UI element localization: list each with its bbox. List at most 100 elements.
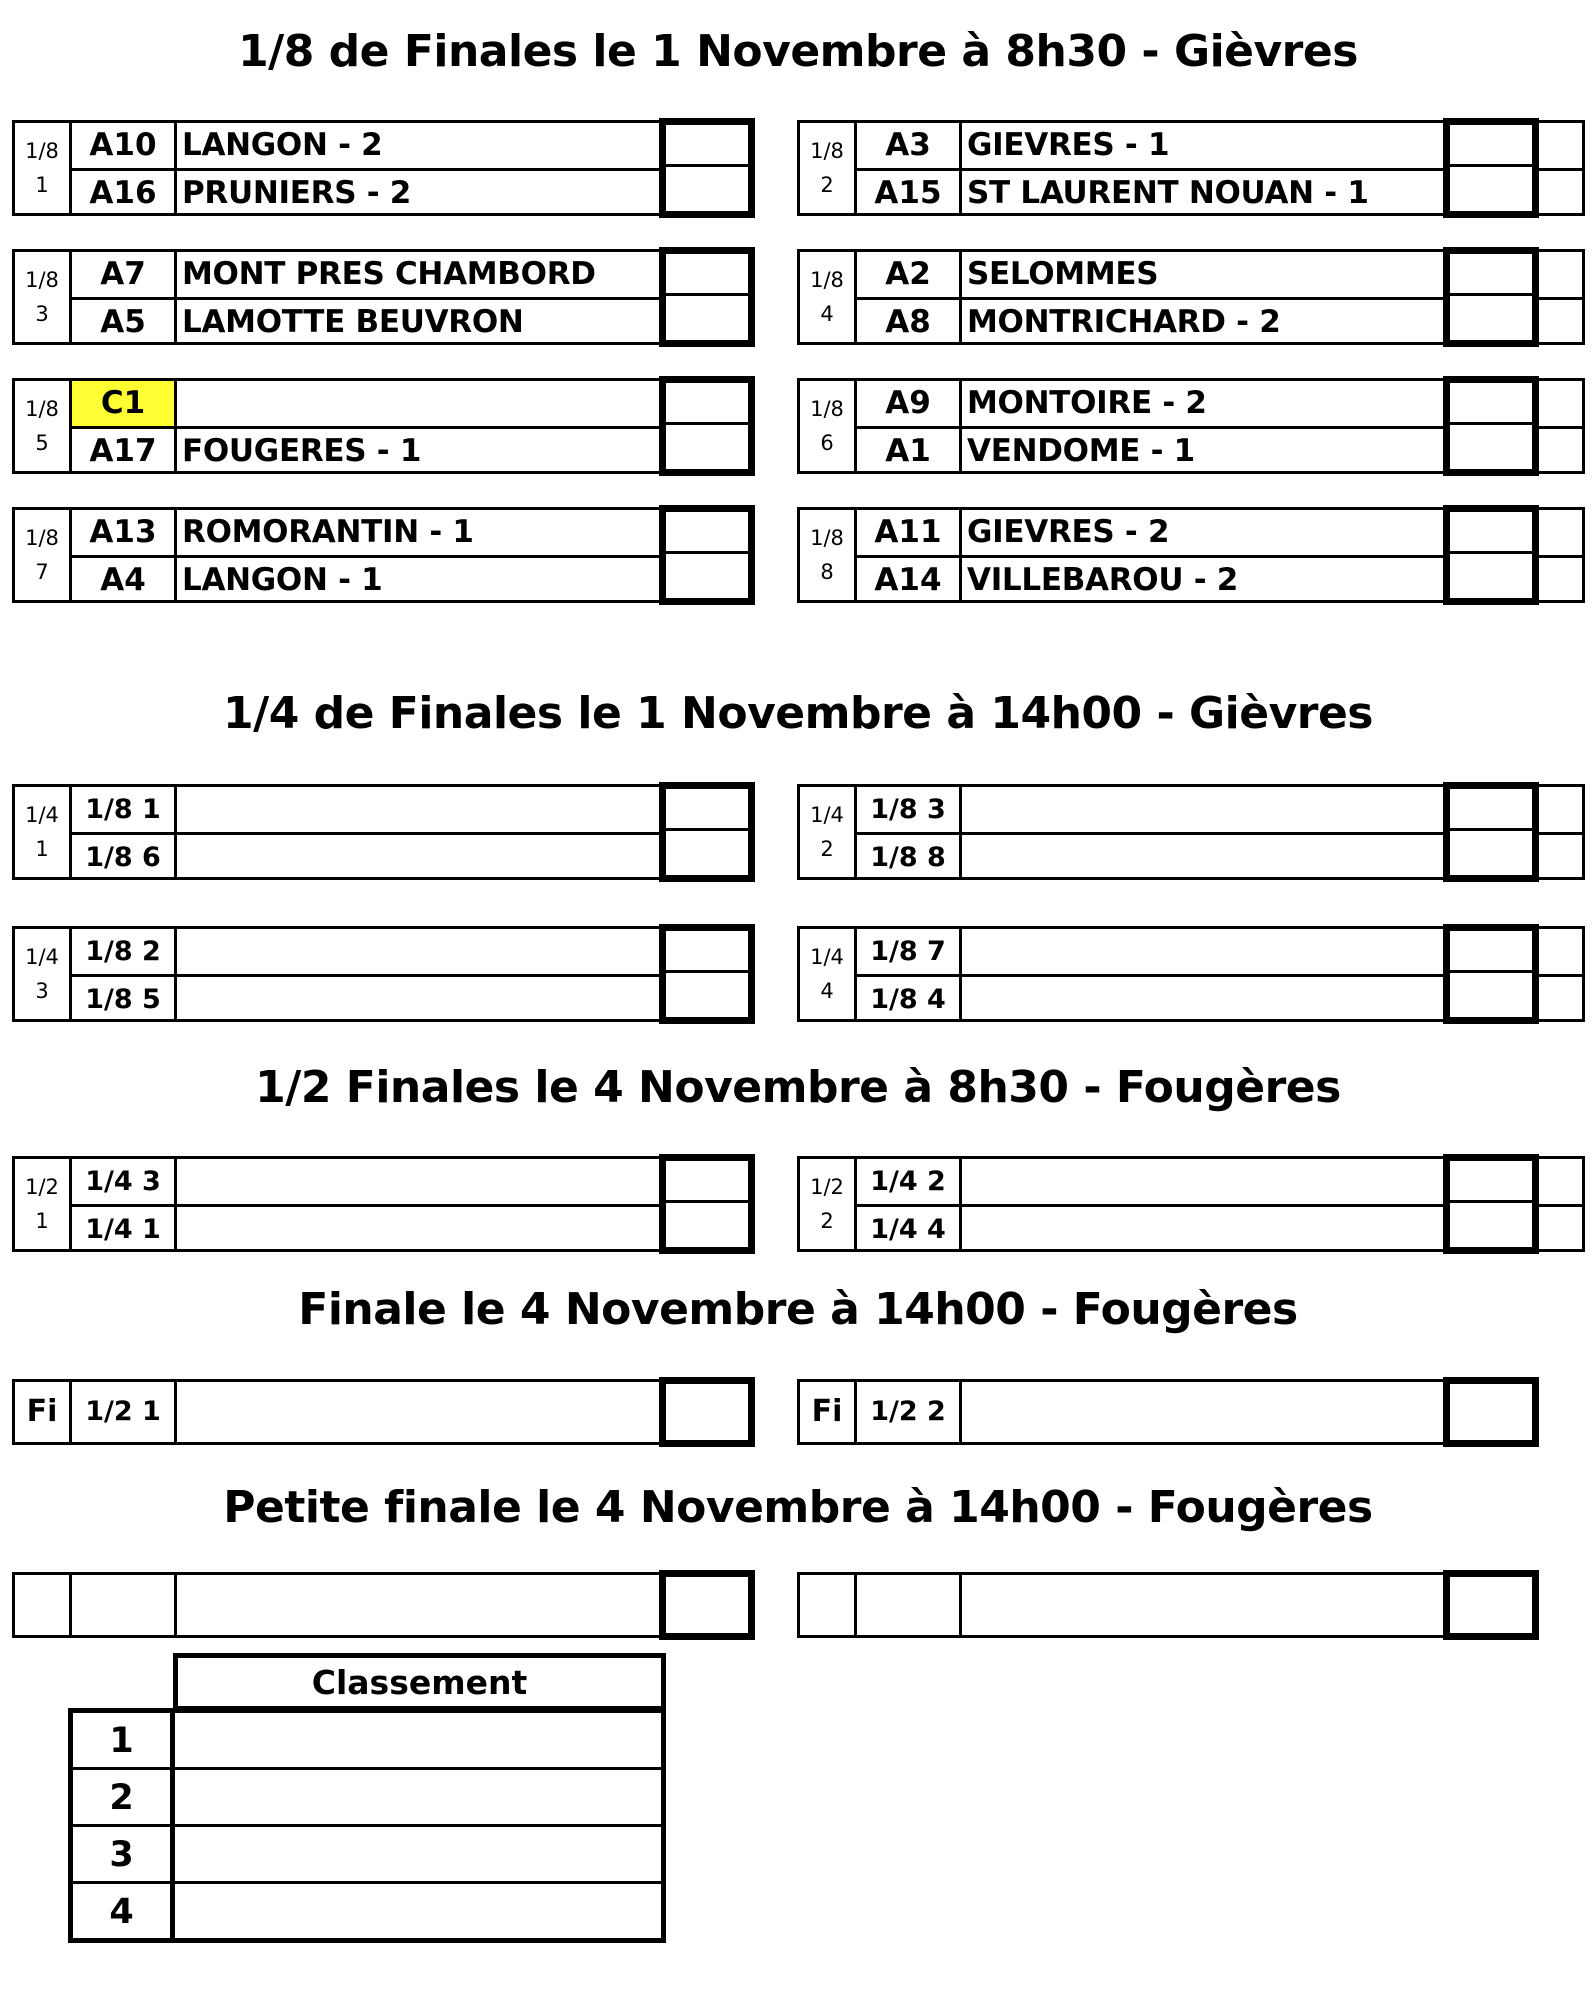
score-box[interactable] xyxy=(1443,505,1539,605)
team-code: 1/2 1 xyxy=(72,1382,177,1442)
rank-number: 4 xyxy=(73,1884,175,1941)
team-name: GIEVRES - 2 xyxy=(967,514,1170,550)
team-code: A10 xyxy=(72,123,177,168)
team-code: A11 xyxy=(857,510,962,555)
score-box[interactable] xyxy=(1443,782,1539,882)
team-name: GIEVRES - 1 xyxy=(967,127,1170,163)
score-box[interactable] xyxy=(659,1377,755,1447)
final-title: Finale le 4 Novembre à 14h00 - Fougères xyxy=(298,1284,1298,1335)
classement-table: Classement 1 2 3 4 xyxy=(68,1653,666,1943)
team-code: 1/8 7 xyxy=(857,929,962,974)
score-box[interactable] xyxy=(1443,1570,1539,1640)
classement-row[interactable]: 4 xyxy=(73,1884,661,1941)
match-round-label: Fi xyxy=(800,1382,857,1442)
classement-row[interactable]: 1 xyxy=(73,1713,661,1770)
match-final-2: Fi 1/2 2 xyxy=(797,1377,1539,1447)
match-round-label xyxy=(800,1575,857,1635)
match-round-label xyxy=(15,1575,72,1635)
team-code: A13 xyxy=(72,510,177,555)
team-code: A4 xyxy=(72,558,177,603)
score-box[interactable] xyxy=(1443,1154,1539,1254)
team-name: ROMORANTIN - 1 xyxy=(182,514,474,550)
quarter-finals-title: 1/4 de Finales le 1 Novembre à 14h00 - G… xyxy=(223,688,1373,739)
team-code: A16 xyxy=(72,171,177,216)
team-code: 1/4 3 xyxy=(72,1159,177,1204)
team-code: 1/8 5 xyxy=(72,977,177,1022)
team-name: PRUNIERS - 2 xyxy=(182,175,412,211)
score-box[interactable] xyxy=(659,1570,755,1640)
team-code-highlighted: C1 xyxy=(72,381,177,426)
score-box[interactable] xyxy=(659,247,755,347)
team-name: LAMOTTE BEUVRON xyxy=(182,304,524,340)
petite-finale-title: Petite finale le 4 Novembre à 14h00 - Fo… xyxy=(223,1482,1373,1533)
score-box[interactable] xyxy=(1443,1377,1539,1447)
team-code: A1 xyxy=(857,429,962,474)
score-box[interactable] xyxy=(659,782,755,882)
team-code: 1/8 3 xyxy=(857,787,962,832)
classement-row[interactable]: 2 xyxy=(73,1770,661,1827)
rank-number: 2 xyxy=(73,1770,175,1827)
match-petite-finale-1 xyxy=(12,1570,755,1640)
score-box[interactable] xyxy=(659,505,755,605)
team-name: ST LAURENT NOUAN - 1 xyxy=(967,175,1369,211)
rank-number: 3 xyxy=(73,1827,175,1884)
score-box[interactable] xyxy=(1443,924,1539,1024)
team-code: 1/8 6 xyxy=(72,835,177,880)
team-code: A14 xyxy=(857,558,962,603)
score-box[interactable] xyxy=(1443,247,1539,347)
team-name: LANGON - 1 xyxy=(182,562,383,598)
team-code: 1/2 2 xyxy=(857,1382,962,1442)
score-box[interactable] xyxy=(659,118,755,218)
team-code: A7 xyxy=(72,252,177,297)
team-code: A9 xyxy=(857,381,962,426)
team-name: MONT PRES CHAMBORD xyxy=(182,256,596,292)
team-code xyxy=(72,1575,177,1635)
team-code: 1/8 4 xyxy=(857,977,962,1022)
team-code xyxy=(857,1575,962,1635)
team-code: A8 xyxy=(857,300,962,345)
score-box[interactable] xyxy=(1443,118,1539,218)
classement-header: Classement xyxy=(173,1653,666,1711)
team-code: A15 xyxy=(857,171,962,216)
team-name: VENDOME - 1 xyxy=(967,433,1195,469)
team-code: A3 xyxy=(857,123,962,168)
team-code: A5 xyxy=(72,300,177,345)
match-final-1: Fi 1/2 1 xyxy=(12,1377,755,1447)
classement-row[interactable]: 3 xyxy=(73,1827,661,1884)
score-box[interactable] xyxy=(659,1154,755,1254)
match-petite-finale-2 xyxy=(797,1570,1539,1640)
score-box[interactable] xyxy=(659,376,755,476)
score-box[interactable] xyxy=(1443,376,1539,476)
eighth-finals-title: 1/8 de Finales le 1 Novembre à 8h30 - Gi… xyxy=(238,26,1358,77)
team-code: 1/4 2 xyxy=(857,1159,962,1204)
score-box[interactable] xyxy=(659,924,755,1024)
team-code: 1/8 1 xyxy=(72,787,177,832)
team-name: LANGON - 2 xyxy=(182,127,383,163)
semi-finals-title: 1/2 Finales le 4 Novembre à 8h30 - Fougè… xyxy=(255,1062,1341,1113)
team-name: MONTOIRE - 2 xyxy=(967,385,1207,421)
team-code: 1/8 2 xyxy=(72,929,177,974)
